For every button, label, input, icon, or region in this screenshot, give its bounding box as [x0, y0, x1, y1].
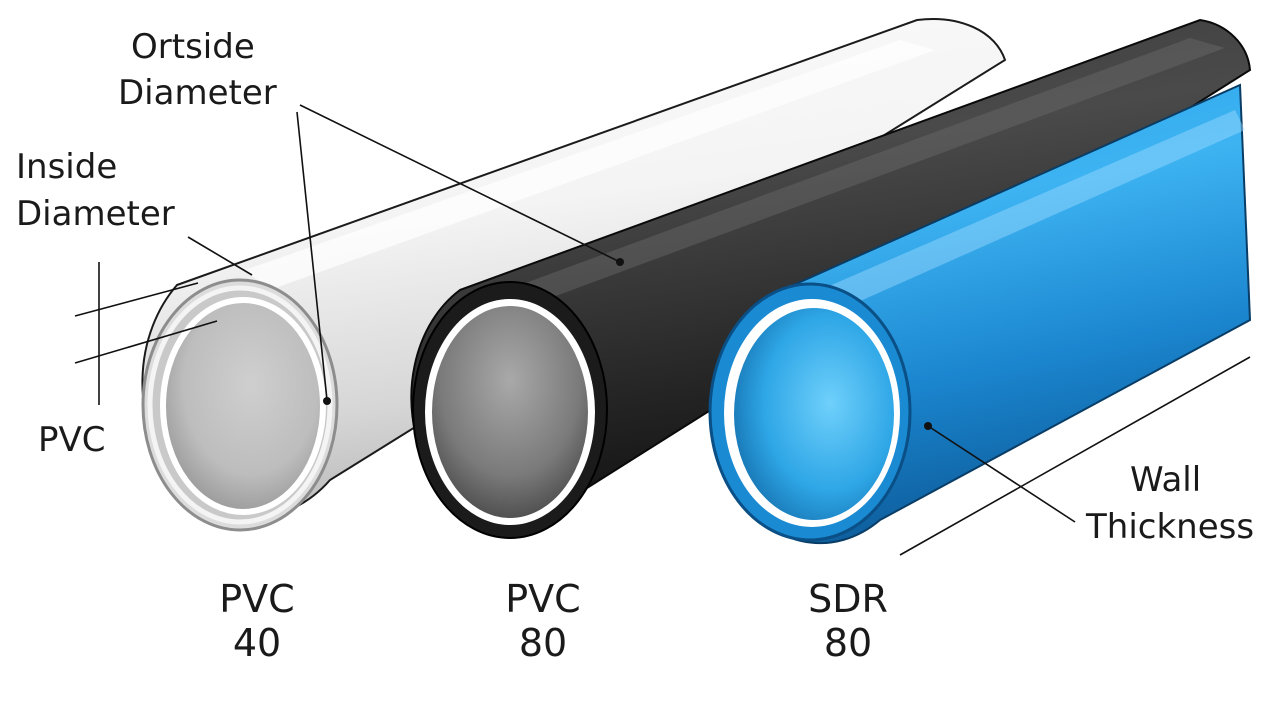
pipe-label-2-line2: 80 — [519, 621, 567, 665]
pipe-pvc-80-bore — [432, 306, 588, 518]
pipe-label-1: PVC 40 — [219, 577, 294, 665]
leader-wall-thickness-base — [899, 356, 1251, 556]
wall-thickness-line2: Thickness — [1085, 507, 1254, 547]
wall-thickness-line1: Wall — [1130, 460, 1201, 500]
leader-outside-diameter-1 — [296, 111, 328, 401]
leader-lines — [74, 104, 1251, 556]
inside-diameter-line1: Inside — [16, 147, 117, 187]
pipe-pvc-40-highlight — [245, 40, 935, 290]
leader-outside-diameter-2 — [299, 104, 621, 263]
callout-wall-thickness: Wall Thickness — [1085, 460, 1254, 547]
pipe-label-3-line1: SDR — [808, 577, 888, 621]
outside-diameter-line2: Diameter — [118, 73, 277, 113]
outside-diameter-line1: Ortside — [131, 27, 255, 67]
pipe-pvc-80-highlight — [520, 38, 1225, 300]
pipe-label-1-line2: 40 — [233, 621, 281, 665]
callout-inside-diameter: Inside Diameter — [16, 147, 175, 234]
pipe-label-2: PVC 80 — [505, 577, 580, 665]
leader-pvc-lower — [74, 320, 218, 364]
pipe-sdr-80-highlight — [820, 110, 1245, 310]
pipe-label-3: SDR 80 — [808, 577, 888, 665]
inside-diameter-line2: Diameter — [16, 194, 175, 234]
leader-pvc-upper — [74, 282, 199, 317]
leader-inside-diameter — [187, 236, 253, 276]
pipe-sdr-80-bore — [734, 308, 894, 520]
pipe-sdr-80 — [708, 83, 1252, 545]
leader-wall-thickness — [927, 425, 1076, 523]
pipe-label-2-line1: PVC — [505, 577, 580, 621]
pipe-pvc-40-bore — [160, 297, 326, 515]
callout-outside-diameter: Ortside Diameter — [118, 27, 277, 113]
callout-material: PVC — [38, 420, 106, 460]
pipe-label-1-line1: PVC — [219, 577, 294, 621]
pipe-label-3-line2: 80 — [824, 621, 872, 665]
